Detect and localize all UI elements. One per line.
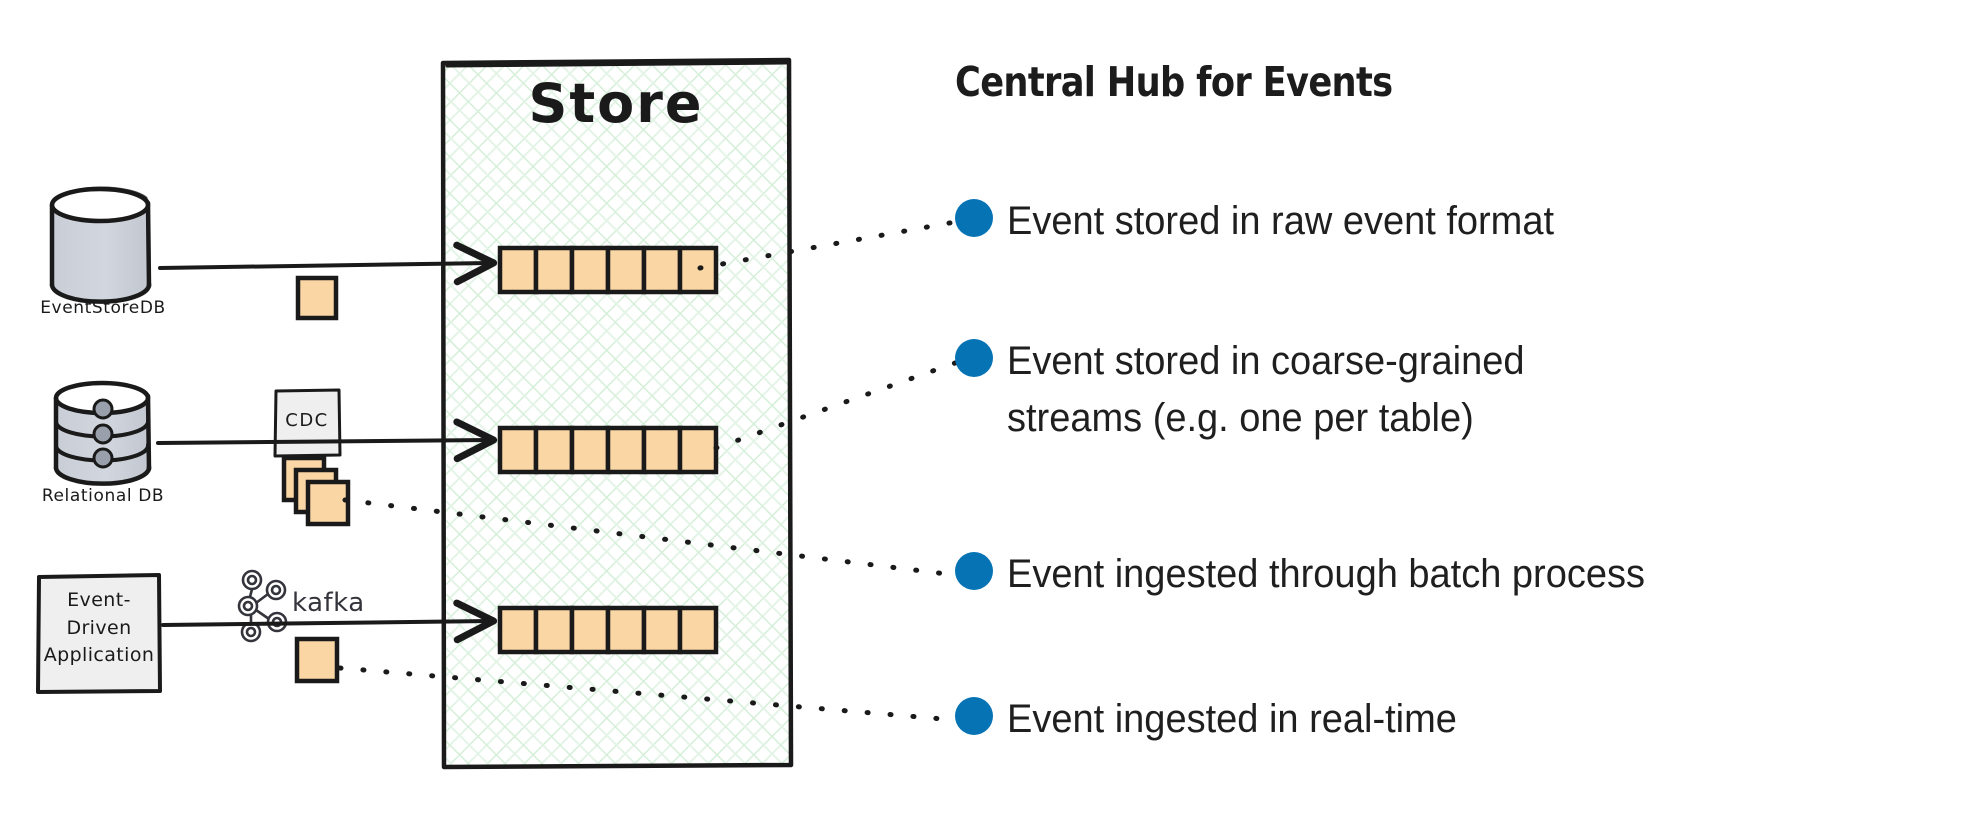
cdc-box	[273, 388, 342, 458]
bullet-dot-icon	[955, 339, 993, 377]
arrow-application-to-store	[161, 599, 498, 644]
kafka-logo-icon	[237, 569, 288, 643]
bullet-batch-process: Event ingested through batch process	[955, 546, 1965, 603]
bullet-label: Event stored in coarse-grained streams (…	[1007, 339, 1525, 440]
page-title: Central Hub for Events	[955, 58, 1393, 106]
event-driven-application-icon	[36, 573, 162, 694]
label-cdc: CDC	[285, 410, 329, 431]
stream-row-coarse-grained	[497, 425, 719, 475]
payload-eventstoredb	[295, 275, 339, 321]
bullet-dot-icon	[955, 552, 993, 590]
label-kafka: kafka	[292, 588, 365, 618]
relational-db-icon	[53, 380, 152, 486]
bullet-real-time: Event ingested in real-time	[955, 691, 1915, 748]
bullet-dot-icon	[955, 697, 993, 735]
central-hub-panel: Central Hub for Events	[955, 58, 1955, 106]
stream-row-realtime	[497, 605, 719, 655]
label-event-driven-application: Event- Driven Application	[43, 589, 155, 667]
arrow-relationaldb-to-store	[156, 418, 498, 463]
bullet-label: Event ingested in real-time	[1007, 697, 1457, 741]
label-eventstoredb: EventStoreDB	[40, 298, 166, 318]
bullet-raw-event-format: Event stored in raw event format	[955, 193, 1915, 250]
stream-row-raw-event	[497, 245, 719, 295]
bullet-label: Event stored in raw event format	[1007, 199, 1555, 243]
eventstoredb-icon	[49, 186, 152, 304]
bullet-dot-icon	[955, 199, 993, 237]
arrow-eventstoredb-to-store	[158, 241, 498, 286]
bullet-coarse-grained-streams: Event stored in coarse-grained streams (…	[955, 333, 1915, 447]
ingest-arrows	[156, 241, 498, 644]
payload-relational-db-batch	[281, 455, 351, 527]
payload-application-event	[294, 636, 340, 684]
label-relational-db: Relational DB	[41, 486, 165, 506]
store-title: Store	[528, 72, 704, 135]
bullet-label: Event ingested through batch process	[1007, 552, 1645, 596]
store-container	[440, 57, 794, 770]
